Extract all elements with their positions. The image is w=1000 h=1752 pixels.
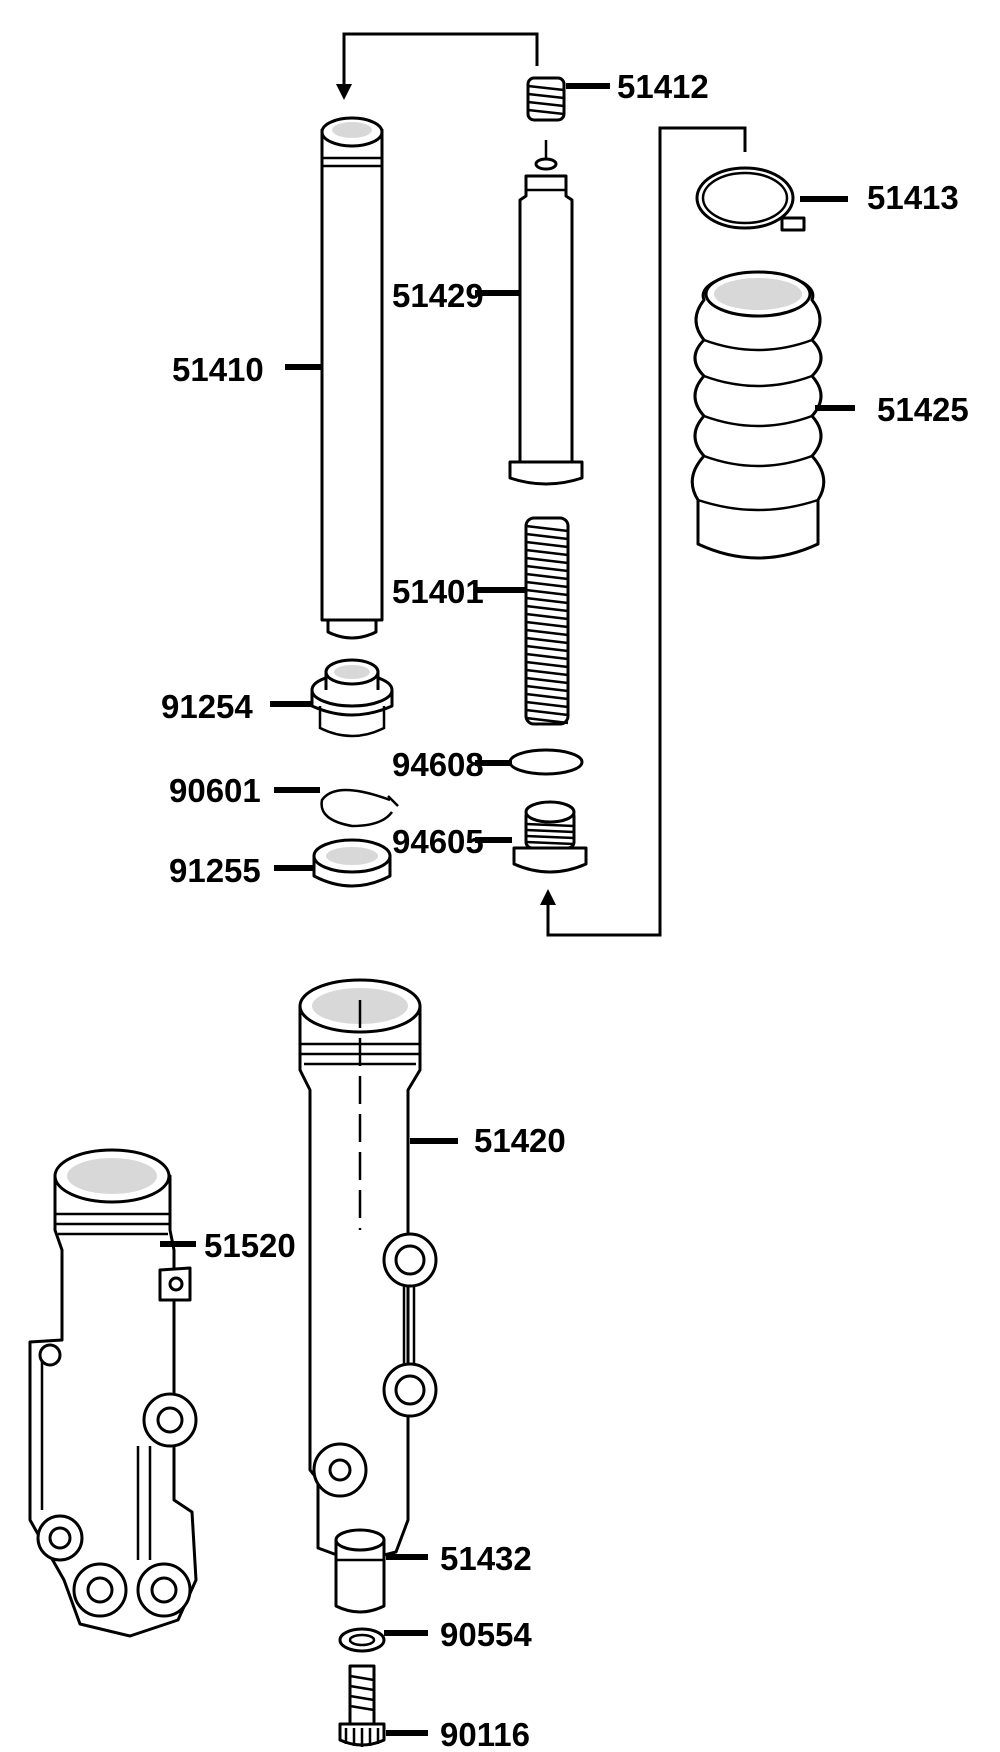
spring-coil <box>525 548 569 557</box>
fork-spring-51401 <box>524 516 570 726</box>
spring-coil <box>525 700 569 709</box>
spring-coil <box>525 564 569 573</box>
label-90601: 90601 <box>169 772 261 809</box>
spring-coil <box>525 644 569 653</box>
oil-seal-91255 <box>312 838 392 888</box>
label-51420: 51420 <box>474 1122 566 1159</box>
spring-coil <box>525 596 569 605</box>
label-90116: 90116 <box>440 1716 530 1752</box>
spring-coil <box>525 660 569 669</box>
assembly-arrow-right <box>540 126 747 937</box>
label-51410: 51410 <box>172 351 264 388</box>
damper-seat-51432 <box>334 1528 386 1614</box>
outer-tube-51520 <box>28 1148 198 1638</box>
damper-rod-51429 <box>508 140 584 486</box>
washer-90554 <box>338 1627 386 1653</box>
spring-coil <box>525 532 569 541</box>
spring-coil <box>525 524 569 533</box>
label-51425: 51425 <box>877 391 969 428</box>
label-51520: 51520 <box>204 1227 296 1264</box>
label-91255: 91255 <box>169 852 261 889</box>
spring-coil <box>525 620 569 629</box>
circlip-51413 <box>695 166 806 232</box>
label-90554: 90554 <box>440 1616 532 1653</box>
outer-tube-51420 <box>298 978 438 1564</box>
label-91254: 91254 <box>161 688 253 725</box>
bolt-90116 <box>338 1664 386 1747</box>
label-51429: 51429 <box>392 277 484 314</box>
o-ring-94608 <box>508 748 584 776</box>
retaining-clip-90601 <box>320 788 399 828</box>
part-labels: 51412 51413 51429 51410 51425 51401 9125… <box>161 68 969 1752</box>
spring-coil <box>525 588 569 597</box>
dust-boot-51425 <box>690 270 826 560</box>
label-51412: 51412 <box>617 68 709 105</box>
cap-bolt-94605 <box>512 800 588 874</box>
spring-coil <box>525 668 569 677</box>
leader-lines <box>160 83 855 1736</box>
spring-coil <box>525 572 569 581</box>
fork-tube-51410 <box>320 116 384 640</box>
spring-coil <box>525 540 569 549</box>
spring-coil <box>525 612 569 621</box>
spring-coil <box>525 604 569 613</box>
label-94608: 94608 <box>392 746 484 783</box>
label-51401: 51401 <box>392 573 484 610</box>
spring-coil <box>525 636 569 645</box>
spring-coil <box>525 716 569 725</box>
assembly-arrow-top <box>336 32 539 100</box>
label-51432: 51432 <box>440 1540 532 1577</box>
label-51413: 51413 <box>867 179 959 216</box>
spring-coil <box>525 676 569 685</box>
bushing-91254 <box>310 658 394 738</box>
spring-coil <box>525 652 569 661</box>
small-spring-51412 <box>526 76 566 122</box>
spring-coil <box>525 628 569 637</box>
spring-coil <box>525 708 569 717</box>
spring-coil <box>525 580 569 589</box>
spring-coil <box>525 556 569 565</box>
label-94605: 94605 <box>392 823 484 860</box>
spring-coil <box>525 692 569 701</box>
spring-coil <box>525 684 569 693</box>
